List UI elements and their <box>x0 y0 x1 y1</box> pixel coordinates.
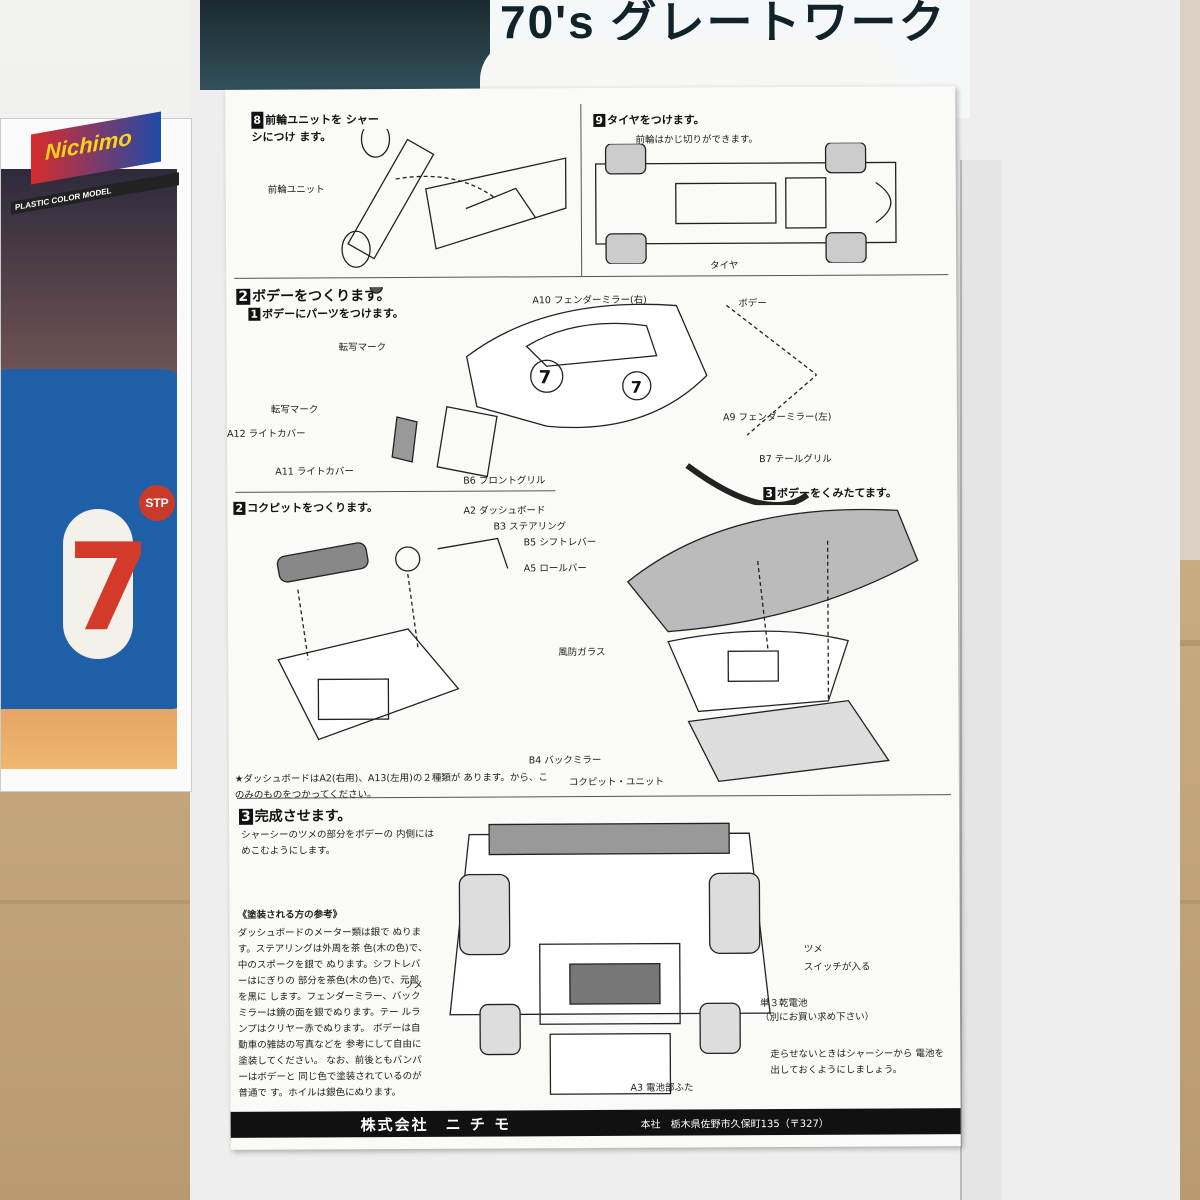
part-label: A9 フェンダーミラー(左) <box>722 411 832 424</box>
divider <box>580 104 583 277</box>
svg-text:7: 7 <box>539 367 552 388</box>
boxart-illustration: 7 STP <box>1 169 177 769</box>
dashboard-note: ★ダッシュボードはA2(右用)、A13(左用)の２種類が あります。から、このみ… <box>234 772 548 801</box>
step-title-text: コクピットをつくります。 <box>247 501 379 515</box>
part-label: 転写マーク <box>270 404 319 416</box>
box-tray-edge <box>960 160 1002 1200</box>
company-address: 本社 栃木県佐野市久保町135（〒327） <box>640 1118 829 1131</box>
part-label: スイッチが入る <box>803 961 871 973</box>
step-marker: 2 <box>233 501 246 515</box>
paint-instructions: ダッシュボードのメーター類は銀で ぬります。ステアリングは外周を茶 色(木の色)… <box>237 926 428 1099</box>
final-assembly-diagram <box>449 822 771 1095</box>
body-parts-diagram: 7 7 <box>369 284 818 508</box>
part-label: A12 ライトカバー <box>227 428 306 440</box>
sheet-footer: 株式会社 ニ チ モ 本社 栃木県佐野市久保町135（〒327） <box>230 1108 961 1138</box>
boxart-roundel <box>63 509 133 659</box>
part-label: コクピット・ユニット <box>568 776 664 789</box>
step-marker: 3 <box>763 487 776 501</box>
part-label: B7 テールグリル <box>759 453 832 466</box>
svg-text:7: 7 <box>631 378 642 397</box>
boxart-number: 7 <box>67 519 151 658</box>
battery-note: 走らせないときはシャーシーから 電池を出しておくようにしましょう。 <box>770 1048 944 1077</box>
boxart-sponsor-logo: STP <box>139 485 175 521</box>
step-marker: 1 <box>248 307 261 321</box>
part-label: A2 ダッシュボード <box>463 505 546 517</box>
part-label: A10 フェンダーミラー(右) <box>532 294 647 307</box>
part-label: 単３乾電池 <box>759 997 808 1010</box>
part-label: A11 ライトカバー <box>275 466 354 478</box>
chassis-tires-diagram <box>594 142 897 265</box>
body-assembly-diagram <box>626 508 919 783</box>
section3-subtitle: シャーシーのツメの部分をボデーの 内側にはめこむようにします。 <box>241 828 435 857</box>
label-front-unit: 前輪ユニット <box>267 184 325 196</box>
part-label: A3 電池部ふた <box>630 1082 694 1094</box>
part-label: ツメ <box>803 943 823 955</box>
part-label: B4 バックミラー <box>528 754 602 767</box>
label-tire: タイヤ <box>710 260 739 272</box>
section-marker: 2 <box>236 288 251 305</box>
step-marker: 8 <box>251 111 264 129</box>
box-lid: 7 STP Nichimo PLASTIC COLOR MODEL <box>0 111 192 792</box>
step-marker: 9 <box>593 113 606 127</box>
paint-heading: 《塗装される方の参考》 <box>237 909 343 921</box>
part-label: ツメ <box>403 979 423 991</box>
section-marker: 3 <box>238 808 253 825</box>
company-name: 株式会社 ニ チ モ <box>360 1115 512 1135</box>
part-label: ボデー <box>738 298 767 310</box>
front-unit-diagram <box>341 128 567 268</box>
part-label: （別にお買い求め下さい） <box>760 1011 875 1024</box>
part-label: 風防ガラス <box>558 646 606 659</box>
part-label: 転写マーク <box>338 342 387 354</box>
cockpit-diagram <box>276 537 509 741</box>
section-title-text: 完成させます。 <box>254 808 352 825</box>
step-title-text: タイヤをつけます。 <box>607 113 705 127</box>
blister-pack: 70's グレートワークス <box>200 0 970 118</box>
part-label: B6 フロントグリル <box>463 475 546 487</box>
step-title-text: ボデーをくみたてます。 <box>776 486 897 501</box>
